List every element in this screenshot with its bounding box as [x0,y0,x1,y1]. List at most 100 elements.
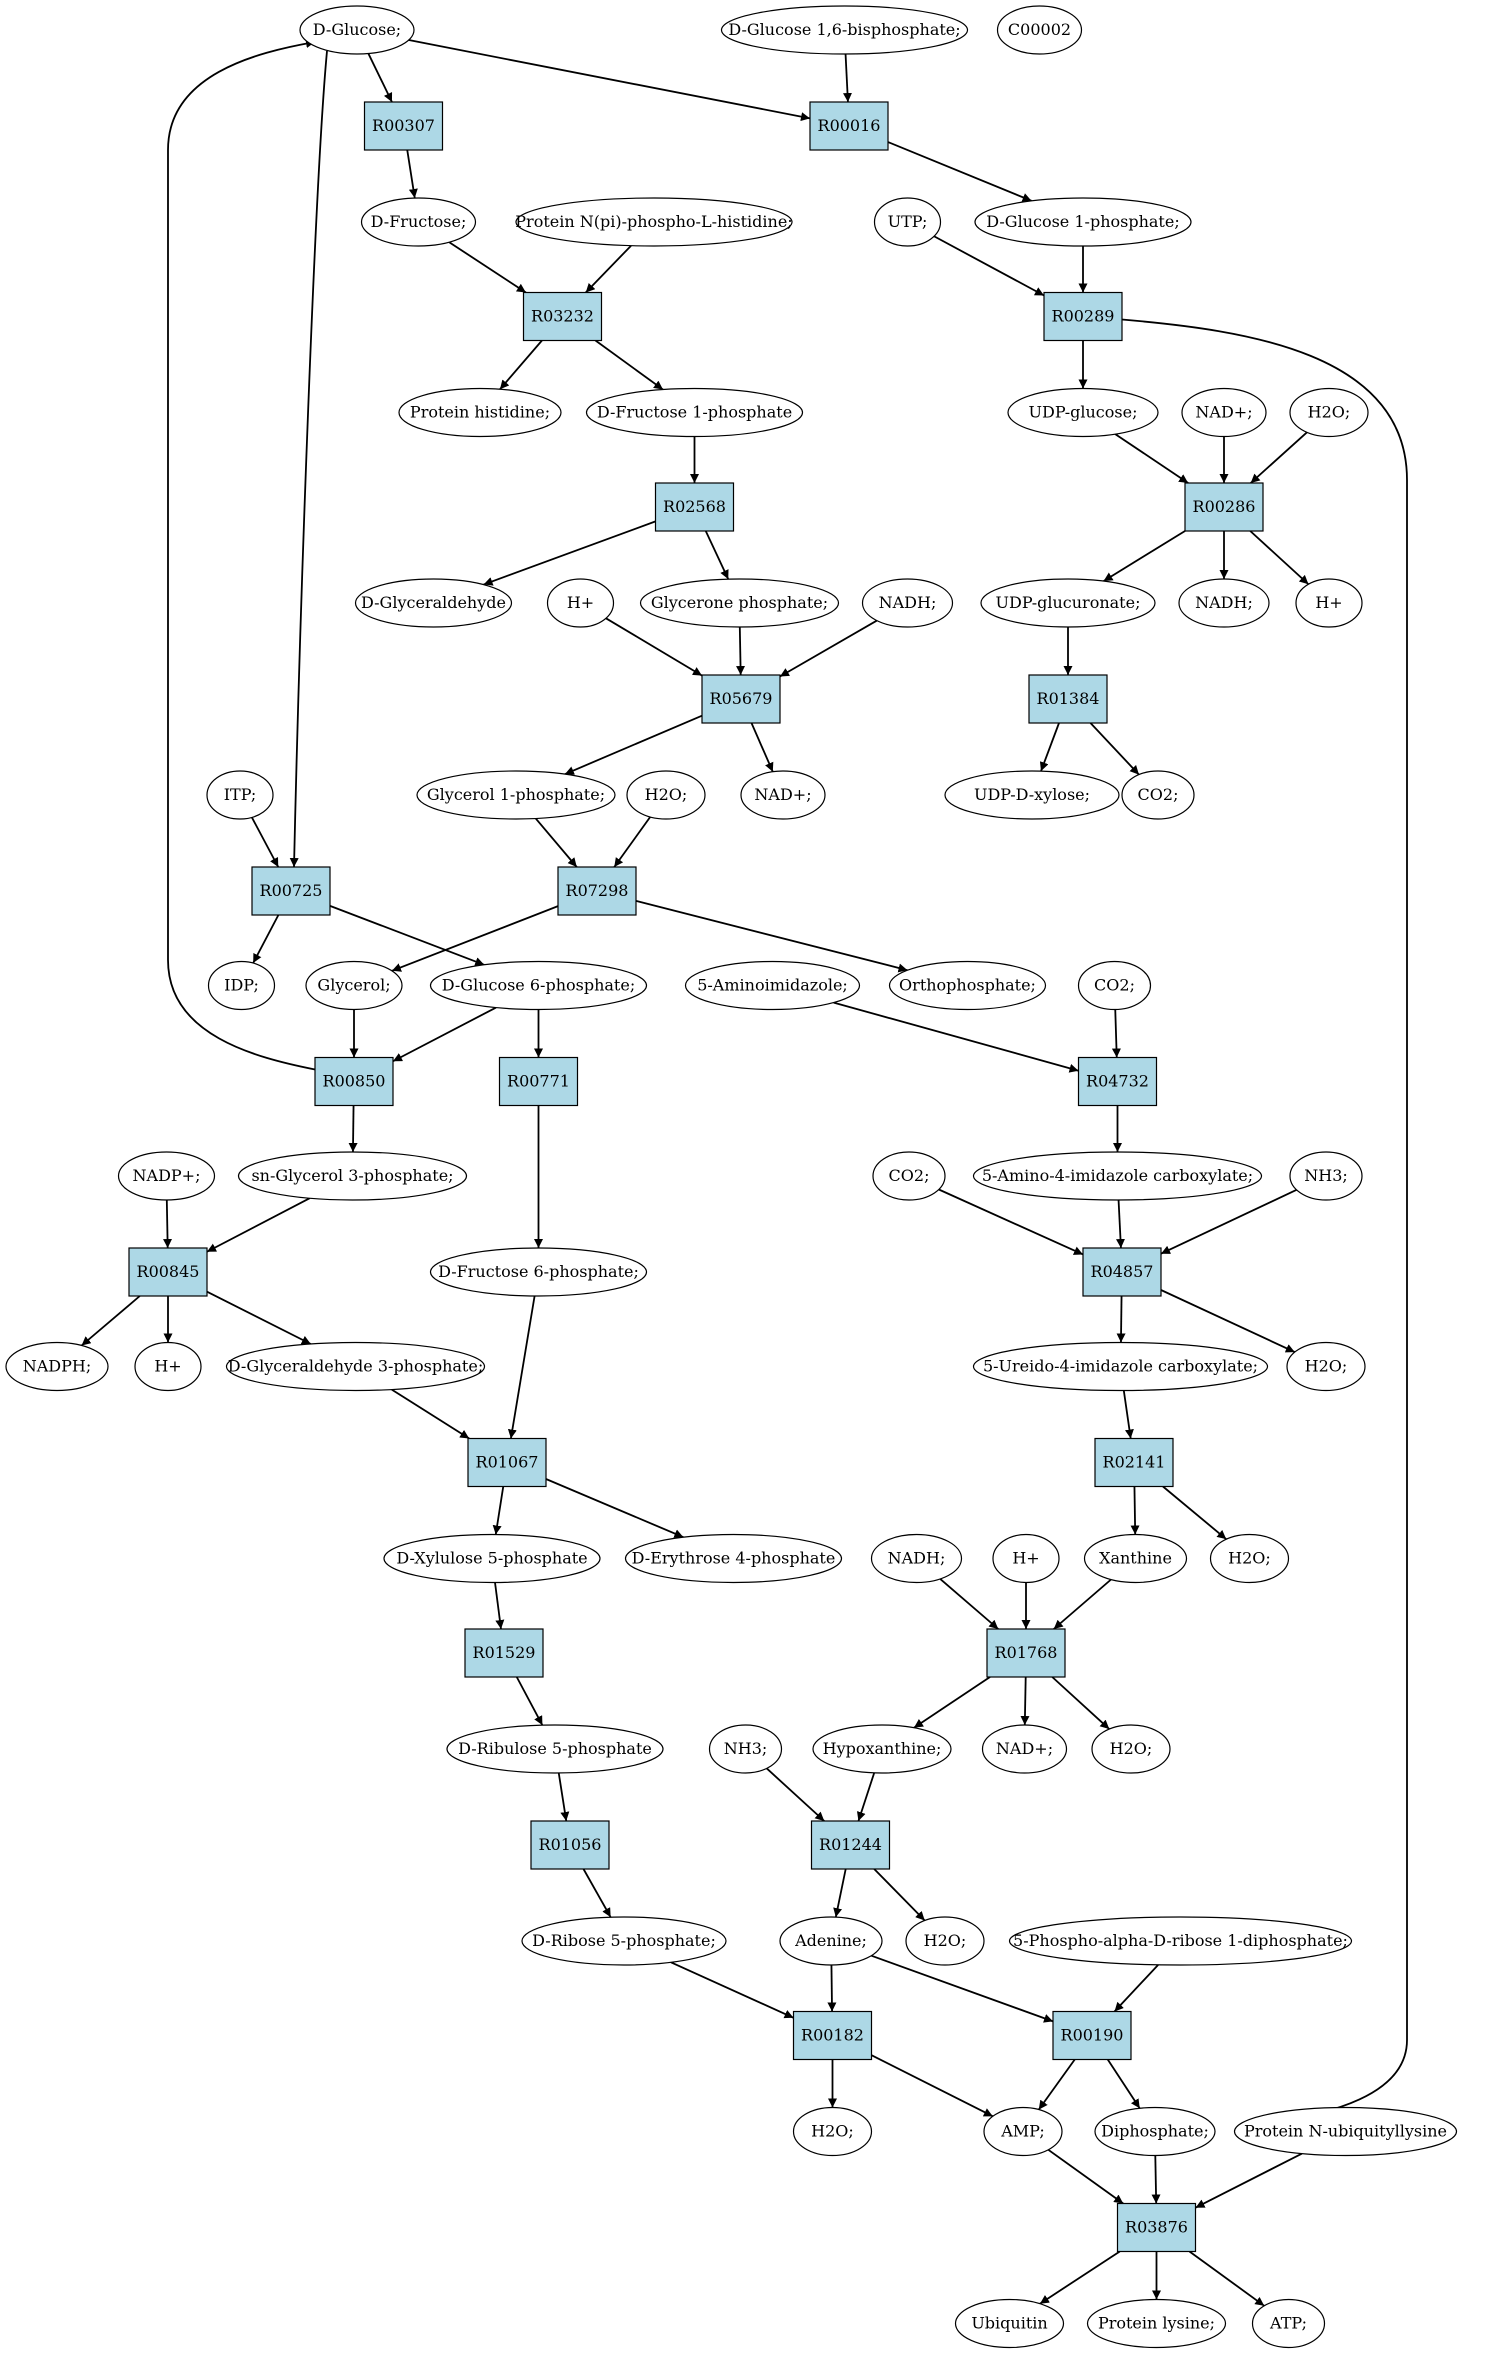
edge-nh3b-to-r01244 [766,1767,825,1822]
reaction-node-r01384[interactable]: R01384 [1028,674,1108,724]
node-label: R00850 [323,1072,386,1091]
compound-node-nadph[interactable]: NADPH; [5,1341,109,1392]
compound-node-hp3[interactable]: H+ [134,1341,202,1392]
compound-node-nh3b[interactable]: NH3; [708,1724,783,1774]
compound-node-udpglc[interactable]: UDP-glucose; [1007,387,1159,438]
compound-node-co2b[interactable]: CO2; [1077,960,1152,1011]
reaction-node-r00016[interactable]: R00016 [809,101,889,151]
compound-node-adenine[interactable]: Adenine; [779,1916,883,1966]
compound-node-g6p[interactable]: D-Glucose 6-phosphate; [429,960,648,1011]
edge-nadh3-to-r01768 [939,1578,999,1630]
compound-node-nadh3[interactable]: NADH; [870,1533,963,1584]
compound-node-pi[interactable]: Orthophosphate; [888,960,1047,1011]
compound-node-udpgluc[interactable]: UDP-glucuronate; [980,578,1156,628]
compound-node-idp[interactable]: IDP; [207,960,276,1011]
reaction-node-r04857[interactable]: R04857 [1082,1247,1162,1297]
compound-node-plys[interactable]: Protein lysine; [1086,2298,1227,2349]
compound-node-c00002[interactable]: C00002 [996,5,1083,55]
node-label: Glycerol; [317,976,390,995]
reaction-node-r07298[interactable]: R07298 [557,866,637,916]
reaction-node-r00771[interactable]: R00771 [498,1056,579,1107]
reaction-node-r01768[interactable]: R01768 [986,1628,1066,1678]
reaction-node-r05679[interactable]: R05679 [701,674,781,724]
compound-ellipse [812,1724,952,1774]
compound-node-g16bp[interactable]: D-Glucose 1,6-bisphosphate; [720,5,969,55]
compound-node-udpxyl[interactable]: UDP-D-xylose; [944,770,1120,820]
compound-node-uic[interactable]: 5-Ureido-4-imidazole carboxylate; [972,1341,1269,1392]
compound-node-e4p[interactable]: D-Erythrose 4-phosphate [624,1533,843,1584]
compound-node-h2o4[interactable]: H2O; [1209,1533,1290,1584]
compound-node-itp[interactable]: ITP; [206,770,274,820]
reaction-node-r02568[interactable]: R02568 [654,482,735,532]
edge-r00725-to-g6p [329,905,485,966]
compound-node-xu5p[interactable]: D-Xylulose 5-phosphate [383,1533,601,1584]
reaction-node-r00289[interactable]: R00289 [1043,291,1123,342]
reaction-node-r00725[interactable]: R00725 [251,866,331,916]
reaction-node-r00286[interactable]: R00286 [1184,482,1264,532]
compound-node-r5p[interactable]: D-Ribose 5-phosphate; [521,1916,727,1966]
compound-node-gly1p[interactable]: Glycerol 1-phosphate; [416,770,616,820]
compound-node-h2o1[interactable]: H2O; [1289,387,1369,438]
compound-node-co2a[interactable]: CO2; [1121,770,1195,820]
compound-node-glycerol[interactable]: Glycerol; [305,960,403,1011]
compound-node-dhap[interactable]: Glycerone phosphate; [639,578,840,628]
compound-node-nh3a[interactable]: NH3; [1289,1151,1363,1201]
compound-node-phis[interactable]: Protein histidine; [398,387,562,438]
compound-node-ga3p[interactable]: D-Glyceraldehyde 3-phosphate; [225,1341,486,1392]
compound-node-nadpp[interactable]: NADP+; [117,1151,216,1201]
reaction-node-r00190[interactable]: R00190 [1052,2010,1132,2061]
reaction-node-r00845[interactable]: R00845 [128,1247,208,1297]
compound-node-amp[interactable]: AMP; [983,2106,1063,2157]
compound-node-nadp1[interactable]: NAD+; [1181,387,1267,438]
reaction-node-r03876[interactable]: R03876 [1116,2202,1197,2253]
compound-node-hp2[interactable]: H+ [1295,578,1363,628]
reaction-node-r00307[interactable]: R00307 [363,101,444,151]
reaction-node-r01529[interactable]: R01529 [464,1628,544,1678]
compound-node-h2o3[interactable]: H2O; [1286,1341,1366,1392]
edge-r01384-to-co2a [1089,722,1140,776]
compound-node-h2o6[interactable]: H2O; [905,1916,985,1966]
compound-node-f1p[interactable]: D-Fructose 1-phosphate [585,387,804,438]
compound-node-nadp2[interactable]: NAD+; [740,770,826,820]
compound-node-pnhis[interactable]: Protein N(pi)-phospho-L-histidine; [515,197,793,247]
compound-node-nadh2[interactable]: NADH; [1178,578,1270,628]
compound-node-sng3p[interactable]: sn-Glycerol 3-phosphate; [237,1151,468,1201]
reaction-box [654,482,735,532]
compound-node-nadh1[interactable]: NADH; [861,578,954,628]
node-label: D-Glyceraldehyde [361,593,506,612]
reaction-node-r01067[interactable]: R01067 [467,1437,547,1488]
reaction-node-r00182[interactable]: R00182 [792,2010,873,2061]
compound-node-co2c[interactable]: CO2; [872,1151,946,1201]
compound-node-nadp3[interactable]: NAD+; [981,1724,1068,1774]
compound-node-glc[interactable]: D-Glucose; [299,5,415,55]
compound-node-ubq[interactable]: Ubiquitin [954,2298,1065,2349]
reaction-node-r01056[interactable]: R01056 [530,1820,610,1870]
compound-node-ru5p[interactable]: D-Ribulose 5-phosphate [446,1724,664,1774]
compound-node-glyald[interactable]: D-Glyceraldehyde [354,578,513,628]
compound-node-pnubq[interactable]: Protein N-ubiquityllysine [1233,2106,1458,2157]
compound-node-aminoimid[interactable]: 5-Aminoimidazole; [684,960,861,1011]
node-label: H2O; [1305,1357,1348,1376]
reaction-node-r03232[interactable]: R03232 [522,291,603,342]
compound-node-prpp[interactable]: 5-Phospho-alpha-D-ribose 1-diphosphate; [1008,1916,1353,1966]
compound-node-aic[interactable]: 5-Amino-4-imidazole carboxylate; [972,1151,1263,1201]
reaction-box [809,101,889,151]
compound-node-h2o7[interactable]: H2O; [792,2106,873,2157]
compound-node-fru[interactable]: D-Fructose; [360,197,477,247]
reaction-node-r01244[interactable]: R01244 [810,1820,891,1870]
edge-r01067-to-e4p [545,1478,684,1539]
compound-node-hp4[interactable]: H+ [992,1533,1060,1584]
reaction-node-r04732[interactable]: R04732 [1077,1056,1158,1107]
compound-node-hypox[interactable]: Hypoxanthine; [812,1724,952,1774]
reaction-node-r02141[interactable]: R02141 [1094,1437,1174,1488]
compound-node-utp[interactable]: UTP; [873,197,942,247]
compound-node-g1p[interactable]: D-Glucose 1-phosphate; [974,197,1192,247]
compound-node-f6p[interactable]: D-Fructose 6-phosphate; [429,1247,648,1297]
compound-node-atp[interactable]: ATP; [1251,2298,1326,2349]
compound-node-h2o5[interactable]: H2O; [1091,1724,1171,1774]
compound-node-h2o2[interactable]: H2O; [626,770,706,820]
compound-node-ppi[interactable]: Diphosphate; [1094,2106,1216,2157]
compound-node-hp1[interactable]: H+ [546,578,615,628]
compound-node-xanthine[interactable]: Xanthine [1083,1533,1188,1584]
reaction-node-r00850[interactable]: R00850 [314,1056,394,1107]
